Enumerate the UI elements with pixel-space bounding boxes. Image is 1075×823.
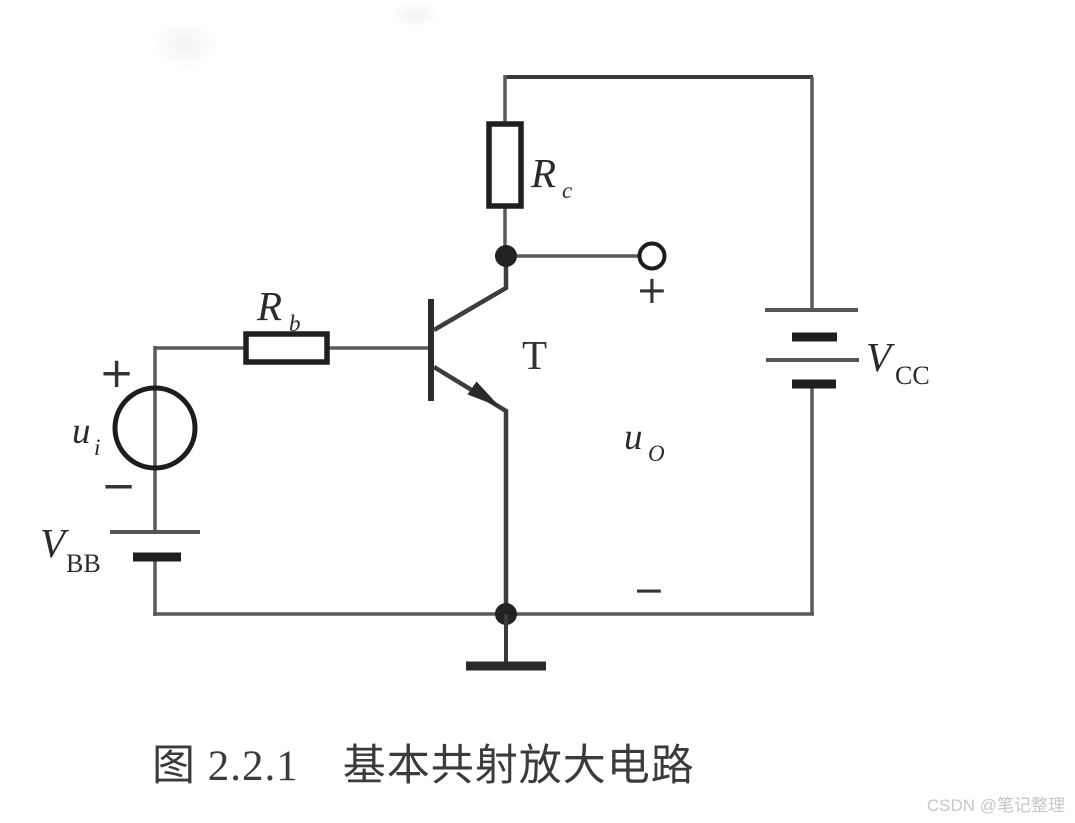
transistor-label: T (522, 332, 547, 378)
rb-label-subscript: b (289, 311, 301, 336)
vbb-label-subscript: BB (66, 549, 101, 578)
signal-source (112, 385, 198, 471)
output-terminal (637, 241, 667, 271)
figure-caption: 图 2.2.1 基本共射放大电路 (152, 743, 695, 790)
scan-smudge (150, 20, 220, 70)
watermark: CSDN @笔记整理 (926, 796, 1065, 815)
source-minus-sign: − (101, 461, 136, 510)
source-plus-sign: + (99, 348, 134, 397)
output-minus-sign: − (633, 568, 665, 612)
vcc-label: V (866, 334, 895, 380)
output-plus-sign: + (636, 268, 668, 312)
transistor-emitter-lead (432, 365, 509, 614)
resistor-rc (486, 121, 524, 209)
ui-label: u (72, 411, 91, 452)
collector-node-dot (495, 245, 517, 267)
transistor-collector-lead (432, 258, 509, 332)
uo-label: u (624, 417, 643, 458)
rc-label: R (530, 150, 556, 196)
vcc-label-subscript: CC (895, 361, 930, 390)
resistor-rb (243, 331, 330, 365)
rb-label: R (256, 283, 282, 329)
rc-label-subscript: c (562, 178, 572, 203)
uo-label-subscript: O (648, 441, 665, 466)
ui-label-subscript: i (94, 435, 100, 460)
scan-smudge (390, 2, 440, 28)
emitter-arrow-icon (467, 381, 500, 407)
vbb-label: V (40, 520, 69, 566)
